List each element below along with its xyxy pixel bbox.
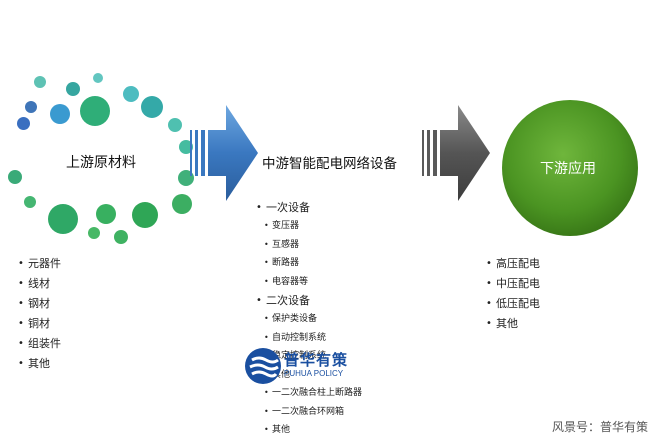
list-item: 断路器 bbox=[256, 254, 362, 273]
arrow-right-icon bbox=[190, 105, 258, 201]
dot bbox=[179, 140, 193, 154]
upstream-title: 上游原材料 bbox=[66, 155, 136, 171]
dot bbox=[168, 118, 182, 132]
dot bbox=[141, 96, 163, 118]
list-item: 元器件 bbox=[18, 254, 61, 274]
list-item: 中压配电 bbox=[486, 274, 540, 294]
dot bbox=[132, 202, 158, 228]
list-item: 低压配电 bbox=[486, 294, 540, 314]
dot bbox=[17, 117, 30, 130]
watermark: 风景号：普华有策 bbox=[551, 420, 648, 434]
list-group-label: 一次设备 bbox=[256, 198, 362, 217]
dot bbox=[88, 227, 100, 239]
list-item: 线材 bbox=[18, 274, 61, 294]
list-item: 变压器 bbox=[256, 217, 362, 236]
downstream-title: 下游应用 bbox=[540, 161, 596, 177]
dot bbox=[172, 194, 192, 214]
list-item: 其他 bbox=[18, 354, 61, 374]
list-item: 钢材 bbox=[18, 294, 61, 314]
list-item: 一二次融合柱上断路器 bbox=[256, 384, 362, 403]
midstream-title: 中游智能配电网络设备 bbox=[262, 156, 397, 172]
list-item: 一二次融合环网箱 bbox=[256, 403, 362, 422]
downstream-list: 高压配电 中压配电 低压配电 其他 bbox=[486, 254, 540, 334]
list-group-label: 二次设备 bbox=[256, 291, 362, 310]
dot bbox=[34, 76, 46, 88]
logo-name: 普华有策 bbox=[284, 351, 349, 369]
arrow-right-icon bbox=[422, 105, 490, 201]
logo-icon bbox=[245, 348, 281, 384]
dot bbox=[25, 101, 37, 113]
list-item: 互感器 bbox=[256, 236, 362, 255]
dot bbox=[48, 204, 78, 234]
list-item: 其他 bbox=[486, 314, 540, 334]
list-item: 高压配电 bbox=[486, 254, 540, 274]
list-item: 保护类设备 bbox=[256, 310, 362, 329]
dot bbox=[96, 204, 116, 224]
dot bbox=[50, 104, 70, 124]
dot bbox=[93, 73, 103, 83]
logo-english: PUHUA POLICY bbox=[284, 369, 344, 378]
midstream-list: 一次设备 变压器 互感器 断路器 电容器等 二次设备 保护类设备 自动控制系统 … bbox=[256, 198, 362, 440]
list-item: 组装件 bbox=[18, 334, 61, 354]
dot bbox=[66, 82, 80, 96]
downstream-circle bbox=[502, 100, 638, 236]
brand-logo: 普华有策 PUHUA POLICY bbox=[244, 347, 348, 385]
list-item: 铜材 bbox=[18, 314, 61, 334]
list-item: 其他 bbox=[256, 421, 362, 440]
dot bbox=[114, 230, 128, 244]
list-item: 电容器等 bbox=[256, 273, 362, 292]
dot bbox=[123, 86, 139, 102]
dot bbox=[8, 170, 22, 184]
dot bbox=[80, 96, 110, 126]
dot bbox=[24, 196, 36, 208]
list-item: 自动控制系统 bbox=[256, 329, 362, 348]
upstream-list: 元器件 线材 钢材 铜材 组装件 其他 bbox=[18, 254, 61, 374]
